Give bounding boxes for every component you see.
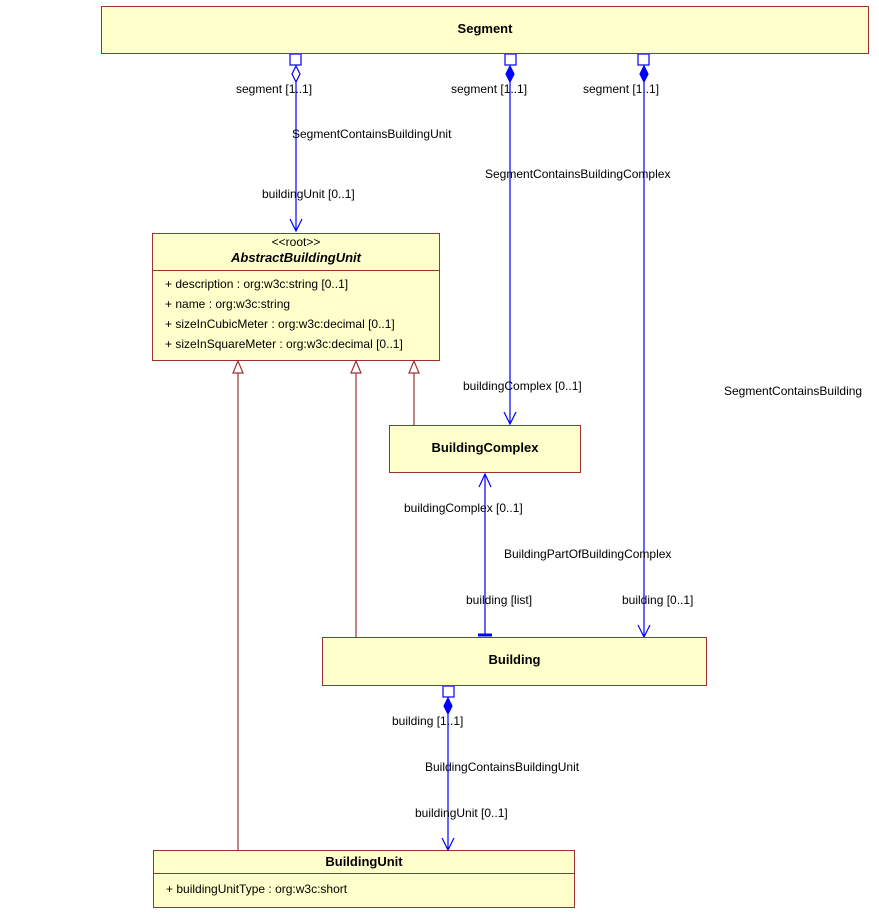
class-name: Building — [488, 652, 541, 667]
role-label: buildingUnit [0..1] — [262, 187, 355, 201]
aggregation-diamond — [291, 64, 301, 84]
class-building-complex[interactable]: BuildingComplex — [389, 425, 581, 473]
attribute-list: + buildingUnitType : org:w3c:short — [154, 873, 574, 899]
attribute: + sizeInSquareMeter : org:w3c:decimal [0… — [165, 337, 403, 351]
role-label: buildingComplex [0..1] — [463, 379, 582, 393]
composition-diamond — [505, 64, 515, 84]
class-abstract-building-unit[interactable]: <<root>> AbstractBuildingUnit + descript… — [152, 233, 440, 361]
class-segment[interactable]: Segment — [101, 6, 869, 54]
navigation-arrow — [503, 411, 517, 426]
class-building-unit[interactable]: BuildingUnit + buildingUnitType : org:w3… — [153, 850, 575, 908]
generalization-arrow-3 — [408, 359, 420, 374]
class-name: AbstractBuildingUnit — [231, 250, 361, 265]
association-name: SegmentContainsBuildingComplex — [485, 167, 671, 181]
association-name: SegmentContainsBuilding — [724, 384, 863, 398]
class-name: BuildingUnit — [325, 854, 403, 869]
class-name: BuildingComplex — [431, 440, 539, 455]
association-name: SegmentContainsBuildingUnit — [292, 127, 452, 141]
navigation-arrow — [478, 472, 492, 488]
generalization-arrow-1 — [232, 359, 244, 374]
attribute: + buildingUnitType : org:w3c:short — [166, 882, 348, 896]
role-label: buildingComplex [0..1] — [404, 501, 523, 515]
navigation-arrow — [289, 218, 303, 233]
role-label: segment [1..1] — [583, 82, 660, 96]
class-building[interactable]: Building — [322, 637, 707, 686]
associations — [289, 53, 651, 852]
role-label: segment [1..1] — [451, 82, 528, 96]
attribute: + name : org:w3c:string — [165, 297, 291, 311]
port-square — [504, 53, 517, 66]
role-label: segment [1..1] — [236, 82, 313, 96]
role-label: building [0..1] — [622, 593, 694, 607]
composition-diamond — [443, 696, 453, 716]
class-stereotype: <<root>> — [271, 235, 321, 249]
attribute-list: + description : org:w3c:string [0..1] + … — [153, 270, 439, 354]
role-label: buildingUnit [0..1] — [415, 806, 508, 820]
attribute: + description : org:w3c:string [0..1] — [165, 277, 349, 291]
generalization-arrow-2 — [350, 359, 362, 374]
generalizations — [232, 359, 420, 850]
role-label: building [1..1] — [392, 714, 464, 728]
port-square — [289, 53, 302, 66]
class-name: Segment — [457, 21, 513, 36]
attribute: + sizeInCubicMeter : org:w3c:decimal [0.… — [165, 317, 395, 331]
association-name: BuildingPartOfBuildingComplex — [504, 547, 672, 561]
port-square — [442, 685, 455, 698]
composition-diamond — [639, 64, 649, 84]
role-label: building [list] — [466, 593, 533, 607]
association-name: BuildingContainsBuildingUnit — [425, 760, 580, 774]
port-square — [637, 53, 650, 66]
